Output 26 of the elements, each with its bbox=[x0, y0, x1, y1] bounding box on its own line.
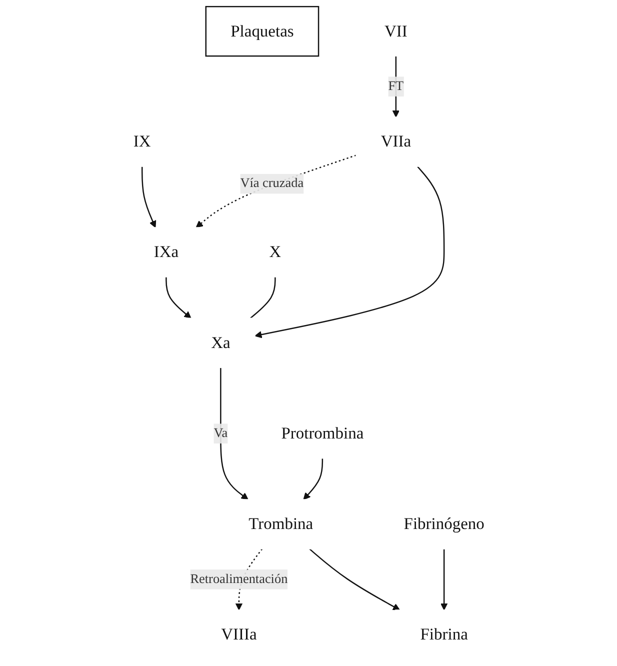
node-text: Fibrinógeno bbox=[403, 515, 484, 534]
node-text: Fibrina bbox=[420, 626, 468, 644]
edge-label: Vía cruzada bbox=[240, 176, 304, 190]
node-text: Xa bbox=[210, 334, 230, 352]
arrow bbox=[195, 154, 356, 228]
node-text: IX bbox=[133, 132, 150, 151]
node-text: IXa bbox=[153, 243, 178, 262]
arrow bbox=[254, 166, 444, 338]
node-text: VIIIa bbox=[220, 626, 256, 644]
edge-label: Retroalimentación bbox=[190, 572, 288, 586]
arrow bbox=[141, 166, 156, 228]
node-text: VIIa bbox=[380, 132, 411, 151]
node-box: Plaquetas bbox=[204, 6, 319, 57]
connector bbox=[250, 276, 276, 319]
arrow bbox=[392, 56, 400, 118]
edge-label: FT bbox=[388, 79, 404, 94]
node-text: X bbox=[268, 243, 281, 262]
node-text: VII bbox=[384, 22, 407, 40]
node-text: Trombina bbox=[248, 515, 313, 534]
edge-label: Va bbox=[213, 426, 228, 440]
arrow bbox=[165, 276, 191, 318]
arrow bbox=[440, 548, 448, 610]
arrow bbox=[308, 548, 400, 610]
arrow bbox=[302, 458, 323, 500]
node-text: Protrombina bbox=[280, 424, 364, 443]
arrow bbox=[220, 368, 248, 500]
